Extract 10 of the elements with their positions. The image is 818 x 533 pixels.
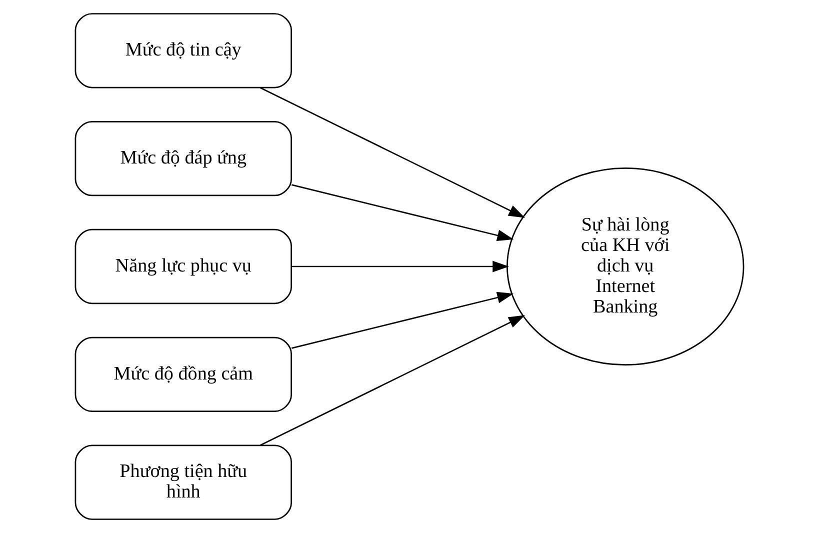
node-box: Mức độ tin cậy: [74, 13, 292, 88]
arrow: [259, 87, 525, 218]
arrow: [290, 184, 514, 242]
node-box: Mức độ đáp ứng: [74, 121, 292, 196]
arrow: [290, 292, 514, 349]
node-box: Phương tiện hữu hình: [74, 444, 292, 520]
arrow: [259, 315, 525, 446]
arrow: [291, 260, 509, 272]
node-box: Mức độ đồng cảm: [74, 336, 292, 412]
node-box: Năng lực phục vụ: [74, 228, 292, 304]
